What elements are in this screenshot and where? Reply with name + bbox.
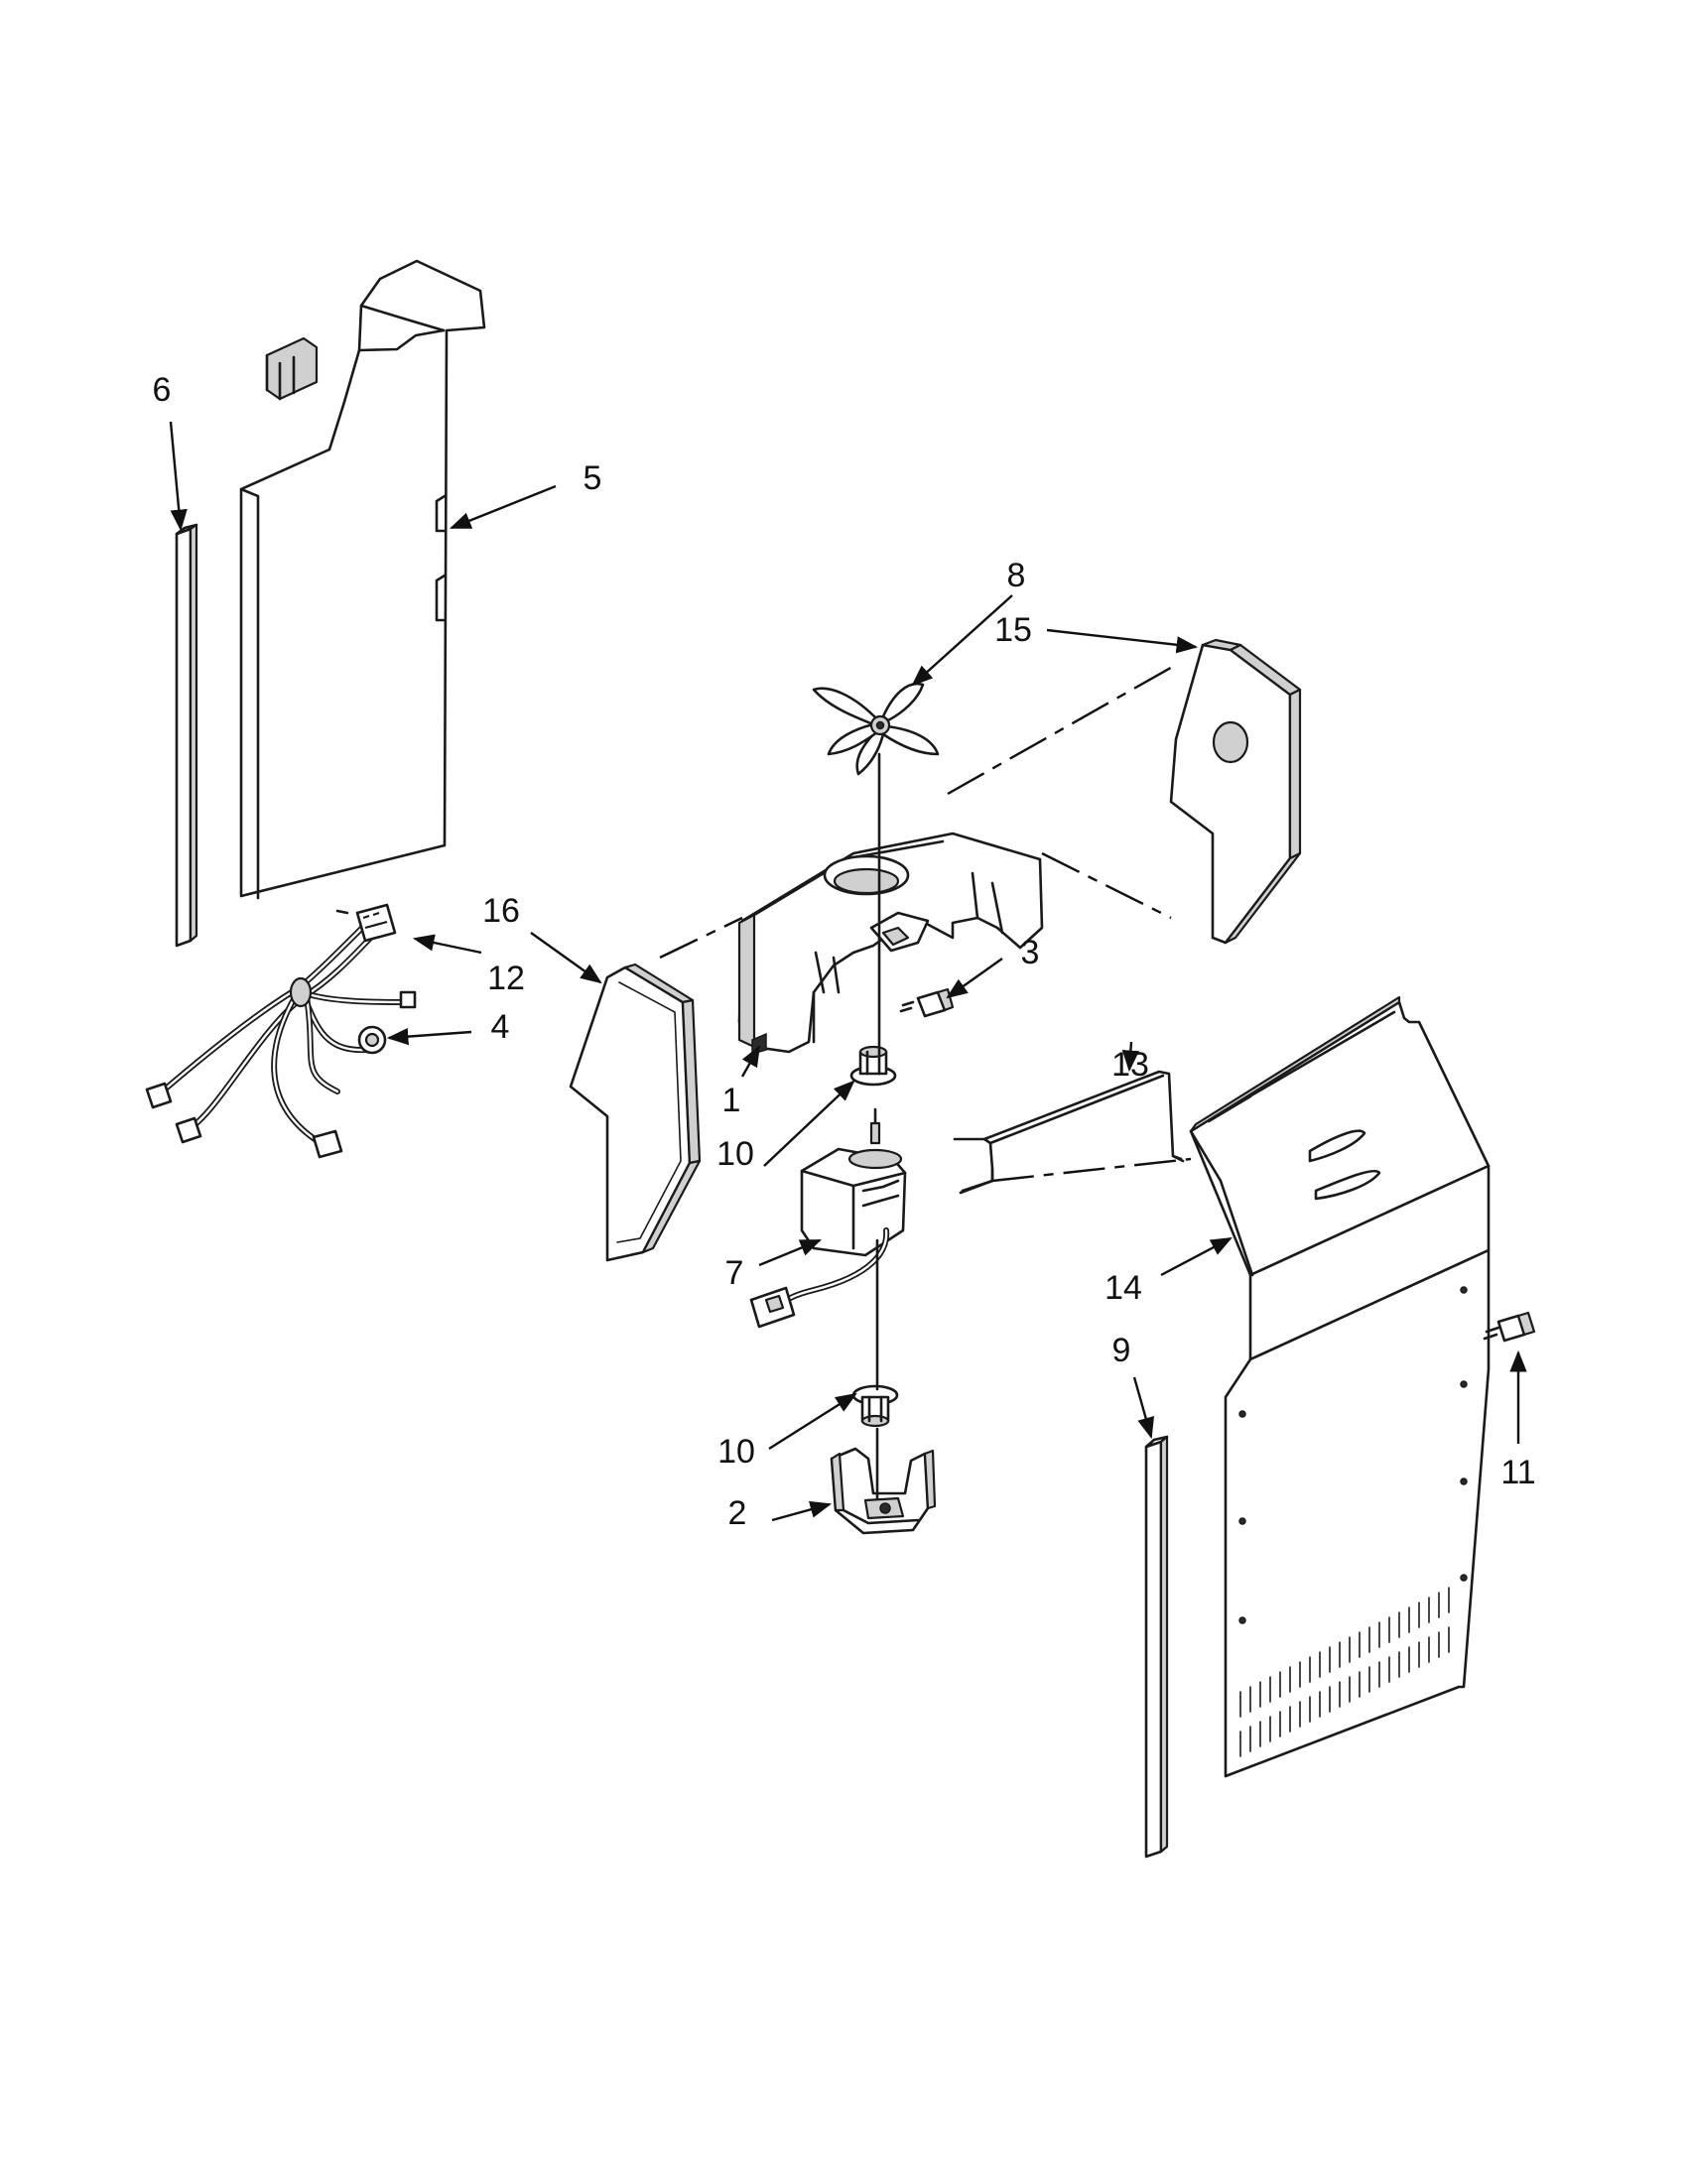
- part-8-fan-blade: [812, 682, 940, 776]
- callout-2: 2: [728, 1494, 747, 1532]
- callout-labels: 6 5 8 15 16 12 3 4 13 1 10 7 14 9 11 10 …: [153, 371, 1536, 1532]
- callout-10-lower: 10: [717, 1433, 755, 1471]
- part-15-right-side-panel: [1169, 638, 1302, 945]
- callout-10-upper: 10: [716, 1135, 754, 1173]
- callout-5: 5: [584, 459, 602, 497]
- part-16-left-side-panel: [569, 963, 702, 1262]
- part-11-screw: [1483, 1311, 1536, 1343]
- callout-9: 9: [1112, 1332, 1131, 1369]
- callout-7: 7: [725, 1254, 744, 1292]
- leader-arrows: [169, 421, 1527, 1522]
- callout-8: 8: [1007, 557, 1026, 594]
- callout-16: 16: [482, 892, 520, 930]
- callout-13: 13: [1111, 1046, 1149, 1084]
- part-13-wire-retainer: [953, 1070, 1185, 1195]
- part-6-gasket-strip: [175, 523, 198, 948]
- part-14-rear-cover: [1189, 995, 1491, 1778]
- part-4-thermistor: [357, 1025, 387, 1055]
- part-7-fan-motor: [749, 1107, 907, 1329]
- part-2-motor-bracket: [830, 1447, 937, 1535]
- callout-12: 12: [487, 960, 525, 997]
- part-10-lower-grommet: [851, 1384, 899, 1428]
- callout-14: 14: [1104, 1269, 1142, 1307]
- assembly-lines: [659, 663, 1192, 1500]
- callout-3: 3: [1021, 934, 1040, 971]
- rear-cover-vents: [1239, 1587, 1450, 1757]
- part-9-gasket-strip: [1144, 1435, 1169, 1859]
- callout-1: 1: [722, 1082, 741, 1119]
- part-10-upper-grommet: [849, 1045, 897, 1087]
- part-3-screw: [899, 987, 955, 1018]
- part-1-fan-housing: [737, 832, 1044, 1055]
- callout-4: 4: [491, 1008, 510, 1046]
- part-12-wire-harness: [145, 903, 417, 1159]
- part-5-air-duct-panel: [239, 259, 486, 900]
- callout-6: 6: [153, 371, 172, 409]
- callout-15: 15: [994, 611, 1032, 649]
- callout-11: 11: [1500, 1454, 1535, 1491]
